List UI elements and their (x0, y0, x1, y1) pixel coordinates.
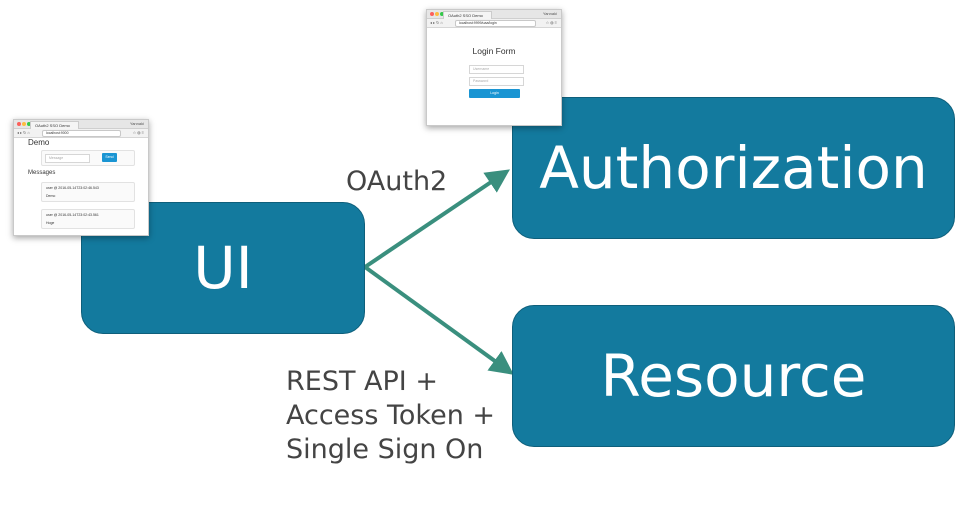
rest-api-label: REST API + Access Token + Single Sign On (286, 365, 495, 467)
arrow-to-resource (363, 265, 514, 375)
browser-toolbar: ◂▸↻⌂ localhost:9000 ☆◍≡ (14, 129, 148, 138)
zoom-icon (440, 12, 444, 16)
resource-label: Resource (600, 342, 867, 410)
toolbar-icons: ☆◍≡ (132, 130, 145, 135)
message-input: Message (45, 154, 90, 163)
authorization-label: Authorization (539, 134, 928, 202)
minimize-icon (435, 12, 439, 16)
rest-api-line: REST API + (286, 366, 438, 397)
browser-titlebar: OAuth2 SSO Demo Yannaki (427, 10, 561, 19)
zoom-icon (27, 122, 31, 126)
browser-tab: OAuth2 SSO Demo (30, 121, 79, 129)
close-icon (17, 122, 21, 126)
profile-name: Yannaki (542, 11, 557, 16)
nav-buttons-icon: ◂▸↻⌂ (17, 130, 31, 135)
nav-buttons-icon: ◂▸↻⌂ (430, 20, 444, 25)
message-meta: user @ 2016-05-14T23:02:46.543 (46, 186, 99, 190)
arrow-to-authorization (363, 169, 510, 269)
demo-browser-screenshot: OAuth2 SSO Demo Yannaki ◂▸↻⌂ localhost:9… (13, 119, 149, 236)
browser-toolbar: ◂▸↻⌂ localhost:9999/uaa/login ☆◍≡ (427, 19, 561, 28)
access-token-line: Access Token + (286, 400, 496, 431)
ui-label: UI (193, 234, 253, 302)
message-text: Demo (46, 194, 56, 198)
oauth2-label: OAuth2 (346, 166, 448, 197)
login-form-title: Login Form (472, 46, 516, 56)
browser-titlebar: OAuth2 SSO Demo Yannaki (14, 120, 148, 129)
list-item: user @ 2016-05-14T23:02:43.561 Hoge (41, 209, 135, 229)
toolbar-icons: ☆◍≡ (545, 20, 558, 25)
username-field: Username (469, 65, 524, 74)
resource-box: Resource (512, 305, 955, 447)
send-button: Send (102, 153, 117, 162)
minimize-icon (22, 122, 26, 126)
page-title: Demo (28, 138, 50, 147)
list-item: user @ 2016-05-14T23:02:46.543 Demo (41, 182, 135, 202)
login-button: Login (469, 89, 520, 98)
profile-name: Yannaki (129, 121, 144, 126)
browser-tab: OAuth2 SSO Demo (443, 11, 492, 19)
messages-heading: Messages (28, 170, 56, 176)
login-browser-screenshot: OAuth2 SSO Demo Yannaki ◂▸↻⌂ localhost:9… (426, 9, 562, 126)
password-field: Password (469, 77, 524, 86)
message-form: Message Send (41, 150, 135, 166)
authorization-box: Authorization (512, 97, 955, 239)
address-bar: localhost:9999/uaa/login (455, 20, 536, 27)
message-text: Hoge (46, 221, 55, 225)
message-meta: user @ 2016-05-14T23:02:43.561 (46, 213, 99, 217)
single-sign-on-line: Single Sign On (286, 434, 484, 465)
address-bar: localhost:9000 (42, 130, 121, 137)
close-icon (430, 12, 434, 16)
